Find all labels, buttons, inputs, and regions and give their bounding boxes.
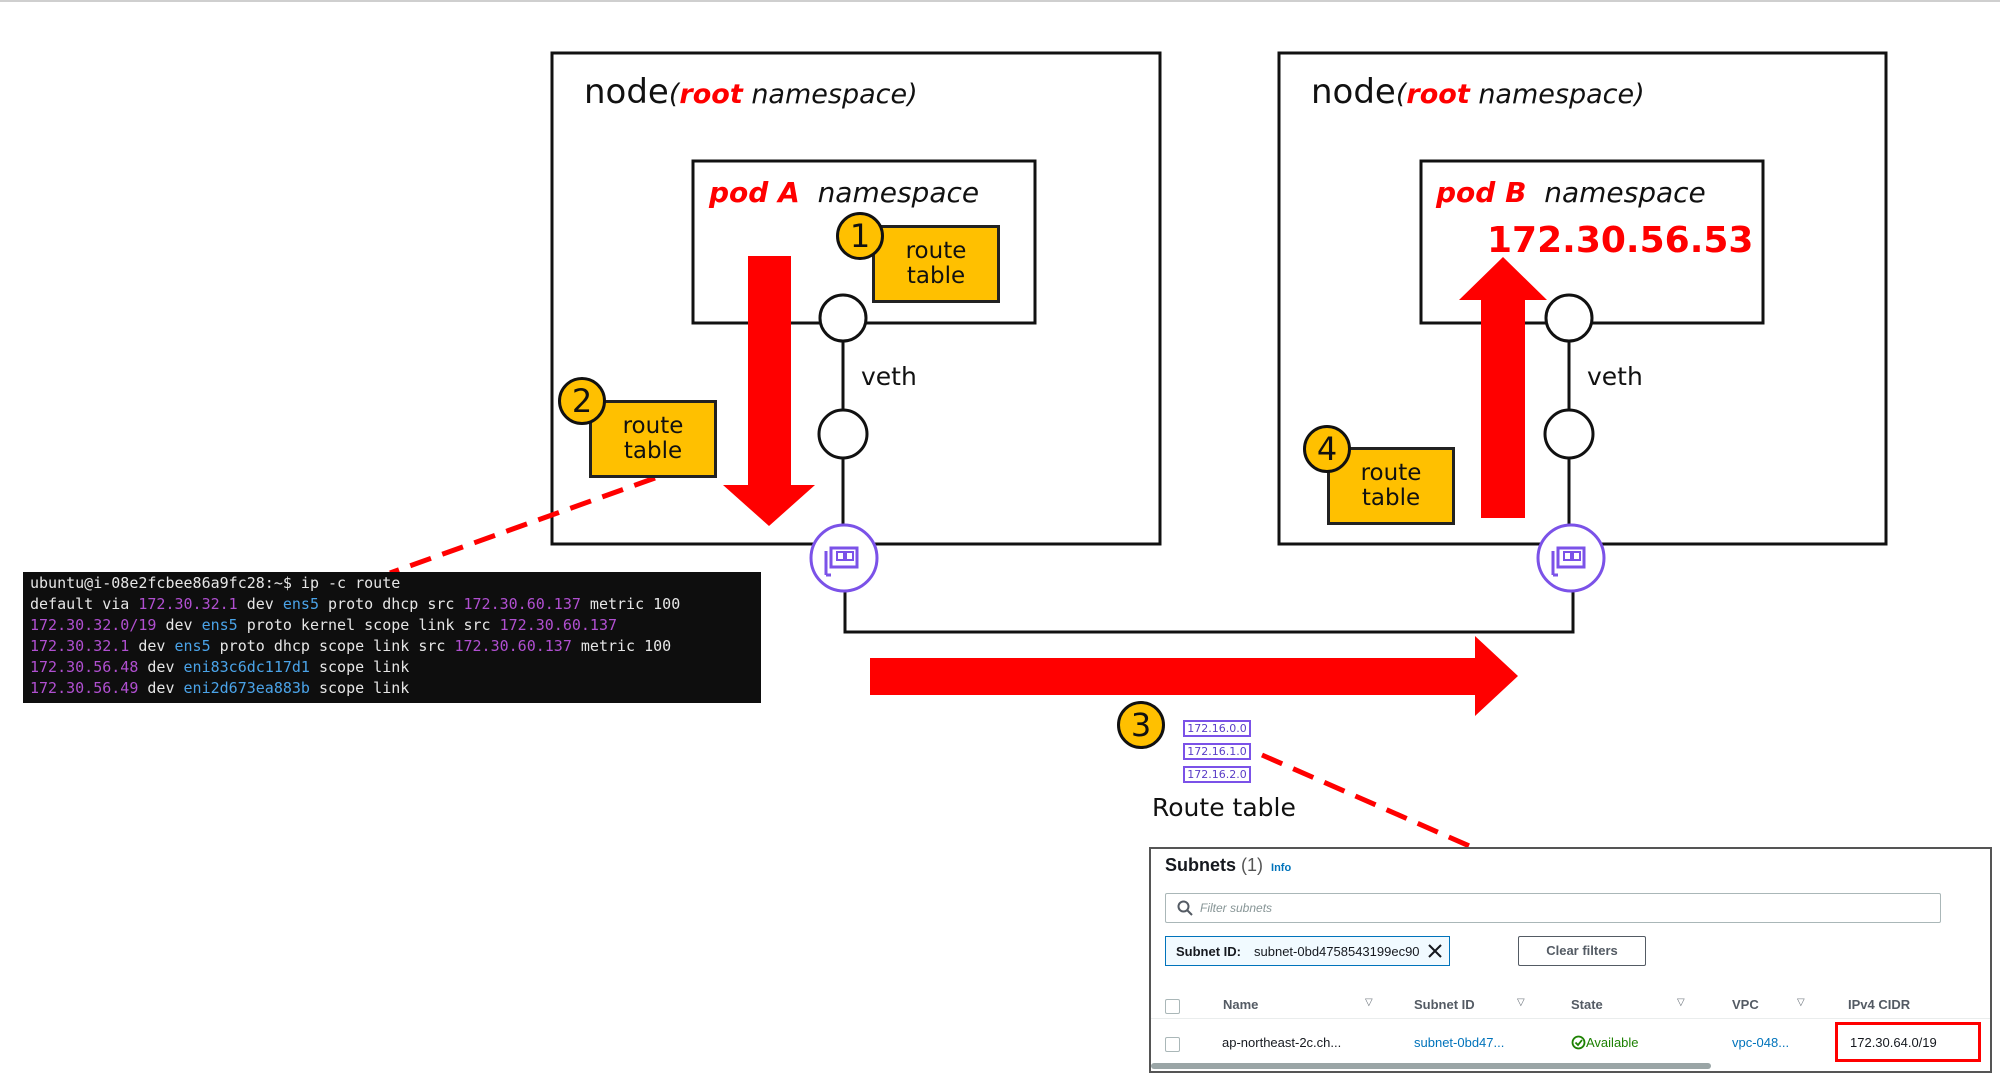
pod-b-title: pod B namespace xyxy=(1436,176,1706,209)
step-badge-1: 1 xyxy=(836,212,884,260)
cell-state: Available xyxy=(1571,1035,1639,1050)
pod-b-ip: 172.30.56.53 xyxy=(1487,220,1754,261)
eni-connection-line xyxy=(843,583,1575,634)
terminal-line: 172.30.56.49 dev eni2d673ea883b scope li… xyxy=(30,679,410,697)
subnet-id-filter-chip[interactable]: Subnet ID:subnet-0bd4758543199ec90 xyxy=(1165,936,1450,966)
sort-icon[interactable]: ▽ xyxy=(1797,997,1805,1008)
sort-icon[interactable]: ▽ xyxy=(1365,997,1373,1008)
sort-icon[interactable]: ▽ xyxy=(1677,997,1685,1008)
select-all-checkbox[interactable] xyxy=(1165,999,1180,1014)
info-link[interactable]: Info xyxy=(1271,862,1292,874)
horizontal-scrollbar[interactable] xyxy=(1151,1063,1711,1069)
subnet-icon-2: 172.16.1.0 xyxy=(1183,743,1251,760)
node-left-title: node(root namespace) xyxy=(584,72,918,112)
terminal-ip-route: ubuntu@i-08e2fcbee86a9fc28:~$ ip -c rout… xyxy=(23,572,761,703)
route-table-pod-a: route table xyxy=(872,225,1000,303)
subnet-icon-3: 172.16.2.0 xyxy=(1183,766,1251,783)
terminal-line: 172.30.32.0/19 dev ens5 proto kernel sco… xyxy=(30,616,618,634)
route-table-node-left: route table xyxy=(589,400,717,478)
col-subnet-id[interactable]: Subnet ID xyxy=(1414,997,1475,1012)
pod-a-title: pod A namespace xyxy=(709,176,980,209)
terminal-line: 172.30.56.48 dev eni83c6dc117d1 scope li… xyxy=(30,658,410,676)
arrow-right-between-nodes xyxy=(870,636,1518,716)
cell-vpc[interactable]: vpc-048... xyxy=(1732,1035,1790,1050)
terminal-line: default via 172.30.32.1 dev ens5 proto d… xyxy=(30,595,681,613)
check-circle-icon xyxy=(1571,1035,1586,1050)
col-ipv4-cidr[interactable]: IPv4 CIDR xyxy=(1848,997,1911,1012)
clear-filters-button[interactable]: Clear filters xyxy=(1518,936,1646,966)
terminal-prompt: ubuntu@i-08e2fcbee86a9fc28:~$ ip -c rout… xyxy=(30,574,401,592)
header-divider xyxy=(1151,1018,1990,1019)
eni-left-icon xyxy=(809,523,879,593)
step-badge-3: 3 xyxy=(1117,701,1165,749)
veth-right-pod-end xyxy=(1544,293,1594,343)
veth-left-node-end xyxy=(817,408,869,460)
subnet-icon-1: 172.16.0.0 xyxy=(1183,720,1251,737)
filter-subnets-input[interactable]: Filter subnets xyxy=(1165,893,1941,923)
step-badge-2: 2 xyxy=(558,377,606,425)
step-badge-4: 4 xyxy=(1303,425,1351,473)
subnets-header: Subnets (1)Info xyxy=(1165,855,1292,875)
cell-subnet-id[interactable]: subnet-0bd47... xyxy=(1414,1035,1505,1050)
cell-ipv4-cidr: 172.30.64.0/19 xyxy=(1850,1035,1937,1050)
eni-right-icon xyxy=(1536,523,1606,593)
col-state[interactable]: State xyxy=(1571,997,1603,1012)
cidr-highlight-box xyxy=(1835,1022,1981,1062)
veth-left-label: veth xyxy=(861,362,917,391)
search-icon xyxy=(1177,900,1193,916)
route-table-caption: Route table xyxy=(1152,793,1296,822)
row-checkbox[interactable] xyxy=(1165,1037,1180,1052)
terminal-line: 172.30.32.1 dev ens5 proto dhcp scope li… xyxy=(30,637,672,655)
close-icon[interactable] xyxy=(1427,943,1443,959)
node-right-title: node(root namespace) xyxy=(1311,72,1645,112)
arrow-up-pod-b xyxy=(1459,257,1547,518)
arrow-down-pod-a xyxy=(723,256,815,526)
aws-subnets-panel: Subnets (1)Info Filter subnets Subnet ID… xyxy=(1149,847,1992,1073)
col-name[interactable]: Name xyxy=(1223,997,1259,1012)
cell-name: ap-northeast-2c.ch... xyxy=(1222,1035,1342,1050)
veth-right-label: veth xyxy=(1587,362,1643,391)
veth-right-node-end xyxy=(1543,408,1595,460)
sort-icon[interactable]: ▽ xyxy=(1517,997,1525,1008)
col-vpc[interactable]: VPC xyxy=(1732,997,1759,1012)
veth-left-pod-end xyxy=(818,293,868,343)
dashed-link-terminal xyxy=(389,475,656,576)
